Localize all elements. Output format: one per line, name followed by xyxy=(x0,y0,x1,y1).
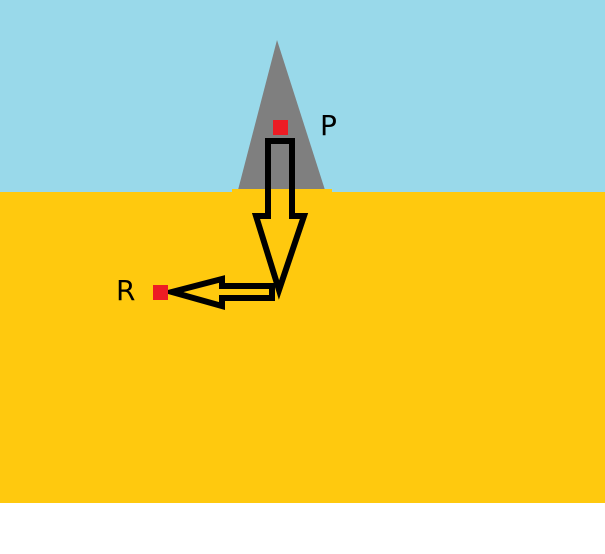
label-r: R xyxy=(116,274,136,307)
ground xyxy=(0,192,605,503)
mountain xyxy=(238,40,325,190)
down-arrow xyxy=(251,138,309,300)
label-p: P xyxy=(320,109,337,142)
point-r-marker xyxy=(153,285,168,300)
left-arrow xyxy=(160,275,275,310)
ground-edge xyxy=(232,189,332,193)
point-p-marker xyxy=(273,120,288,135)
